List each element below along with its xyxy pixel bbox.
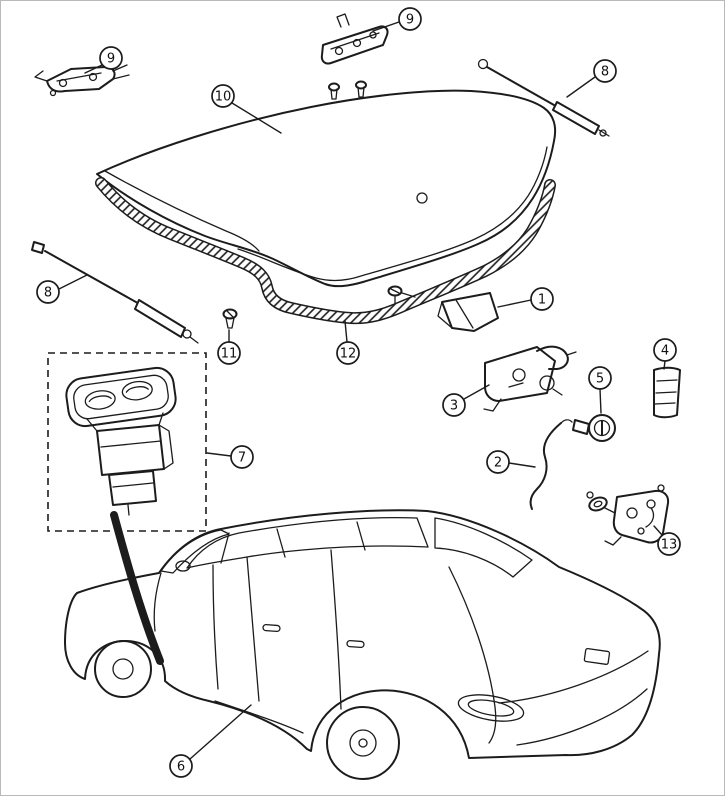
bumper-bottom-line <box>516 688 648 746</box>
callout-5: 5 <box>588 366 612 414</box>
callout-13: 13 <box>653 525 681 556</box>
bumper-clip <box>222 308 238 329</box>
front-door-seam <box>246 556 260 702</box>
callout-12: 12 <box>336 320 360 365</box>
hinge-left <box>34 64 130 97</box>
lock-assembly <box>483 345 577 412</box>
svg-text:3: 3 <box>450 399 458 414</box>
trunk-seam <box>448 566 497 744</box>
svg-text:12: 12 <box>340 347 357 362</box>
front-wheel <box>94 640 152 698</box>
svg-text:1: 1 <box>538 293 546 308</box>
lid-hole <box>416 192 428 204</box>
callout-9-left: 9 <box>84 46 123 74</box>
lock-cylinder <box>572 414 616 442</box>
taillight <box>457 694 525 722</box>
svg-text:8: 8 <box>601 65 609 80</box>
svg-text:9: 9 <box>107 52 115 67</box>
callout-9-center: 9 <box>372 7 422 32</box>
rear-door-seam <box>330 549 342 710</box>
callout-11: 11 <box>217 329 241 365</box>
car-body <box>64 509 661 780</box>
side-windows <box>186 516 429 569</box>
callout-7: 7 <box>206 445 254 469</box>
torsion-bar-left <box>31 241 199 344</box>
svg-text:5: 5 <box>596 372 604 387</box>
svg-text:7: 7 <box>238 451 246 466</box>
svg-text:11: 11 <box>221 347 238 362</box>
svg-text:8: 8 <box>44 286 52 301</box>
callout-6: 6 <box>169 704 252 778</box>
bumper-top-line <box>498 650 649 704</box>
svg-text:9: 9 <box>406 13 414 28</box>
callout-1: 1 <box>497 287 554 311</box>
rocker-line <box>214 700 304 734</box>
callout-10: 10 <box>211 84 282 134</box>
door-handle <box>346 640 365 649</box>
hood-seam <box>153 572 162 632</box>
trunk-release-switch <box>47 352 207 665</box>
release-cable <box>529 419 573 510</box>
taillight-inner <box>467 699 515 717</box>
hinge-bolt <box>355 80 367 98</box>
hinge-center <box>320 13 389 100</box>
location-pointer <box>110 511 164 665</box>
rear-window <box>434 517 533 578</box>
svg-text:10: 10 <box>215 90 232 105</box>
svg-text:4: 4 <box>661 344 669 359</box>
latch-assembly <box>586 484 670 546</box>
trunk-garnish <box>583 647 611 665</box>
striker-plate <box>387 285 499 332</box>
rear-wheel <box>326 706 400 780</box>
callouts: 9 9 8 10 8 11 12 <box>36 7 681 778</box>
torsion-bar-right <box>477 58 610 137</box>
release-bezel <box>65 366 177 428</box>
callout-8-left: 8 <box>36 274 88 304</box>
trunk-lid <box>96 89 557 288</box>
svg-text:13: 13 <box>661 538 678 553</box>
fender-seam <box>212 564 219 690</box>
svg-text:6: 6 <box>177 760 185 775</box>
hinge-bolt <box>328 82 340 100</box>
door-handle <box>262 624 281 633</box>
callout-8-right: 8 <box>566 59 617 98</box>
cylinder-bracket <box>653 366 681 419</box>
callout-2: 2 <box>486 450 536 474</box>
weatherstrip-seal <box>95 177 556 325</box>
release-switch-body <box>86 412 174 516</box>
callout-4: 4 <box>653 338 677 370</box>
detail-dashed-box <box>47 352 207 532</box>
side-mirror <box>175 560 191 572</box>
svg-text:2: 2 <box>494 456 502 471</box>
callout-3: 3 <box>442 384 490 417</box>
